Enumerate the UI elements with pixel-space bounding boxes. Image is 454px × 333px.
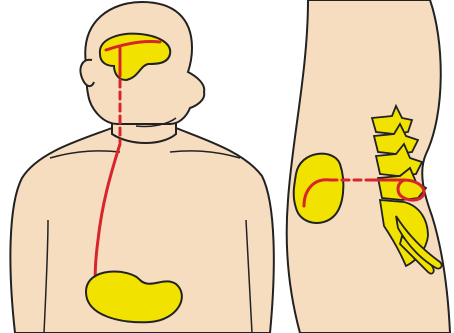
side-organ (294, 154, 344, 223)
front-view-panel (10, 2, 273, 333)
ear (80, 60, 94, 86)
side-view-panel (287, 0, 450, 333)
